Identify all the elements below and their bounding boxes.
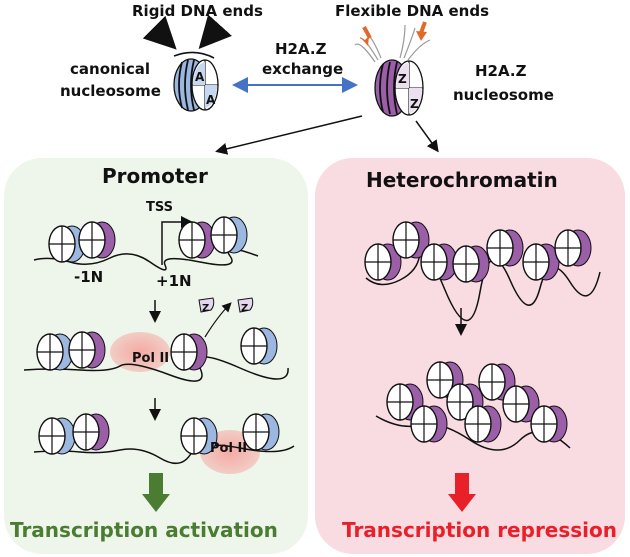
canonical-label-line2: nucleosome [60,82,161,100]
h2az-label-line2: nucleosome [453,86,554,104]
promoter-title: Promoter [102,164,208,188]
histone-letter-a-2: A [206,93,216,107]
minus1n-label: -1N [74,268,104,286]
promoter-state-2: Pol II [23,327,289,382]
arrow-to-promoter [215,115,363,155]
heterochromatin-panel [315,158,625,554]
svg-text:Z: Z [202,303,209,314]
histone-letter-z-1: Z [398,72,407,86]
svg-text:Z: Z [241,303,248,314]
arrow-to-heterochromatin [415,120,439,153]
plus1n-label: +1N [156,272,192,290]
repression-arrow [448,473,476,512]
polii-label-2: Pol II [210,441,247,456]
canonical-label-line1: canonical [70,60,150,78]
canonical-nucleosome: A A [173,51,219,112]
exchange-label-line1: H2A.Z [275,40,327,58]
activation-outcome: Transcription activation [10,518,278,542]
promoter-state-3: Pol II [33,413,295,474]
activation-arrow [142,473,170,512]
tss-label: TSS [146,200,174,215]
flexible-dna-ends-label: Flexible DNA ends [335,2,490,20]
histone-letter-z-2: Z [410,97,419,111]
repression-outcome: Transcription repression [342,518,618,542]
rigid-end-arrow-right [198,14,232,49]
flexible-end-arrow-left [362,26,372,39]
polii-label-1: Pol II [132,351,169,366]
tss-arrow [161,216,193,265]
promoter-state-1 [33,216,259,271]
heterochromatin-fiber [364,221,601,322]
flexible-end-arrow-right [419,21,427,34]
compacted-chromatin [375,361,571,451]
heterochromatin-title: Heterochromatin [366,168,558,192]
rigid-end-arrow-left [142,15,177,50]
polii-blob-1 [110,332,170,372]
exchange-label-line2: exchange [262,60,344,78]
evicted-h2az: Z Z [198,297,254,338]
h2az-label-line1: H2A.Z [475,62,527,80]
histone-letter-a-1: A [195,70,205,84]
h2az-nucleosome: Z Z [354,24,431,117]
